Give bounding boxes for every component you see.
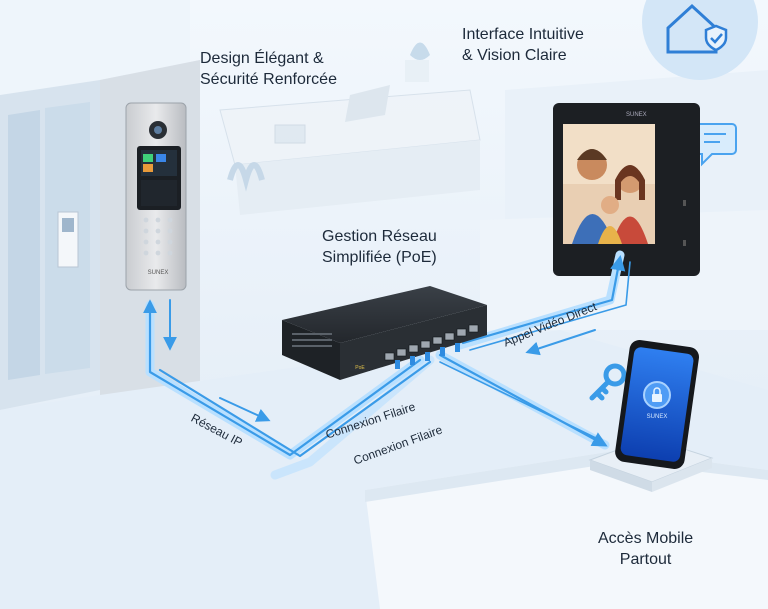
lock-icon xyxy=(652,387,662,402)
office-desk xyxy=(219,42,481,215)
poe-switch: PoE xyxy=(282,286,487,380)
label-network-line1: Gestion Réseau xyxy=(322,228,437,245)
phone-brand: SUNEX xyxy=(647,414,668,420)
label-mobile-line1: Accès Mobile xyxy=(598,530,694,547)
label-design-line1: Design Élégant & xyxy=(200,50,324,67)
label-mobile-line2: Partout xyxy=(619,551,672,568)
key-icon xyxy=(589,363,627,401)
label-design: Design Élégant & Sécurité Renforcée xyxy=(200,48,337,90)
label-interface: Interface Intuitive & Vision Claire xyxy=(462,24,584,66)
home-shield-icon xyxy=(642,0,758,80)
smartphone: SUNEX xyxy=(588,340,714,492)
label-design-line2: Sécurité Renforcée xyxy=(200,71,337,88)
intercom-door-panel: SUNEX xyxy=(125,102,187,291)
elevator xyxy=(0,80,100,410)
label-interface-line1: Interface Intuitive xyxy=(462,26,584,43)
indoor-monitor: SUNEX xyxy=(553,103,700,276)
label-interface-line2: & Vision Claire xyxy=(462,47,567,64)
switch-vents xyxy=(292,333,332,347)
switch-badge: PoE xyxy=(355,365,365,371)
label-network-line2: Simplifiée (PoE) xyxy=(322,249,437,266)
label-mobile: Accès Mobile Partout xyxy=(598,528,693,570)
monitor-brand: SUNEX xyxy=(626,112,647,118)
intercom-brand: SUNEX xyxy=(148,270,169,276)
label-network: Gestion Réseau Simplifiée (PoE) xyxy=(322,226,437,268)
network-wires xyxy=(143,250,631,480)
